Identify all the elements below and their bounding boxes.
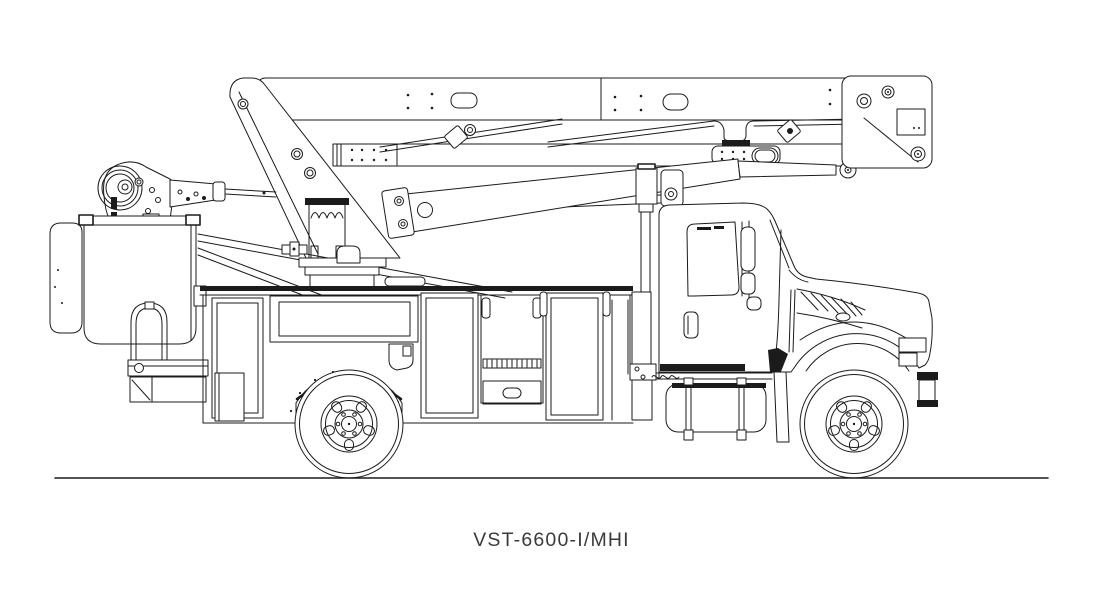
hand-slot [450,92,478,109]
compartment-door [269,295,419,343]
bucket-rim [78,215,201,226]
front-wheel [799,369,909,479]
compartment-door [545,292,604,421]
body-deck [200,286,633,291]
vertical-lift-cylinder [629,163,680,421]
upper-boom [257,77,854,121]
safety-chain [651,375,680,379]
hood-vent [796,288,866,329]
model-caption: VST-6600-I/MHI [473,529,630,551]
hood-emblem [835,312,851,322]
boom-end-bracket [841,75,933,169]
door-mirror [740,226,756,272]
platform-bucket [49,214,201,345]
door-window [686,221,740,297]
convex-mirror [746,296,762,311]
front-bumper [917,372,938,380]
hand-slot [662,93,689,111]
leveling-rod [379,118,859,153]
boom-lift-cylinder [381,158,857,239]
fender-inner-arc [805,343,910,372]
headlight [898,337,927,353]
rotation-pedestal [281,198,426,289]
compartment-door [420,292,479,419]
pedestal-dome [336,245,361,264]
bucket-liner [49,222,83,334]
cab-step [768,348,788,374]
cab [658,202,933,379]
fender-crease [799,321,916,345]
boom-saddle [713,120,755,142]
boom-saddle-pad [722,140,750,146]
rocker-panel [660,364,745,371]
hose-coil [310,212,344,219]
lower-boom-mast [229,77,401,259]
grille-block [898,352,918,367]
windshield [769,219,790,269]
utility-body [193,285,634,424]
mud-flap [773,371,790,443]
handle-recess [388,343,414,371]
rear-wheel [294,369,404,479]
fuel-tank [665,383,767,433]
tailshelf [127,301,209,403]
step-well [480,294,544,405]
chassis [632,371,938,443]
door-handle [683,311,699,339]
